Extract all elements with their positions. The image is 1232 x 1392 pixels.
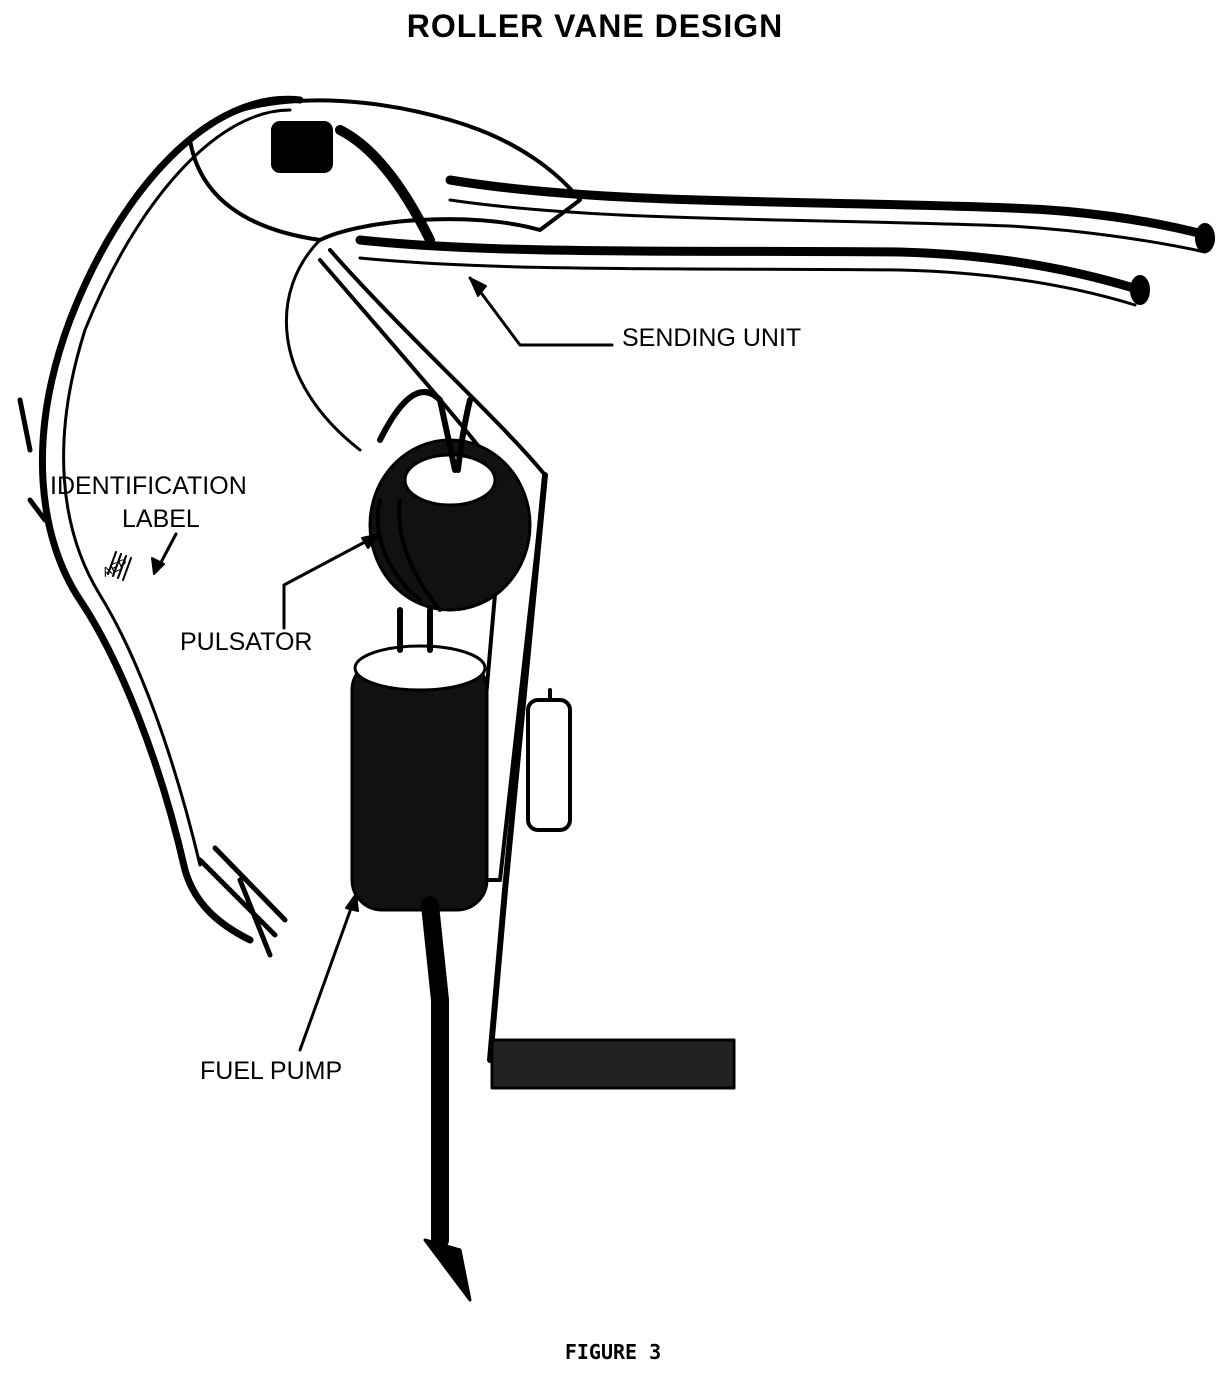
- pickup-tube: [421, 896, 449, 1249]
- mounting-flange: [188, 98, 582, 242]
- figure-title: ROLLER VANE DESIGN: [406, 8, 784, 44]
- sending-unit-leader: [468, 276, 614, 347]
- callout-identification-label-line1: IDENTIFICATION: [50, 472, 247, 500]
- float: [490, 1038, 736, 1090]
- fuel-line-lower: [355, 235, 1145, 295]
- fuel-line-upper: [445, 175, 1215, 241]
- pulsator-leader: [282, 533, 380, 630]
- callout-identification-label-line2: LABEL: [122, 505, 200, 533]
- callout-fuel-pump: FUEL PUMP: [200, 1057, 343, 1085]
- callout-sending-unit: SENDING UNIT: [622, 324, 802, 352]
- callout-pulsator: PULSATOR: [180, 628, 313, 656]
- wiring-harness: [38, 95, 304, 944]
- flange-fitting: [271, 121, 333, 173]
- barcode-mark: [107, 551, 132, 581]
- fuel-pump-leader: [298, 898, 356, 1052]
- figure-caption: FIGURE 3: [564, 1340, 662, 1364]
- fuel-pump-body: [350, 658, 489, 912]
- support-strap: [318, 248, 547, 882]
